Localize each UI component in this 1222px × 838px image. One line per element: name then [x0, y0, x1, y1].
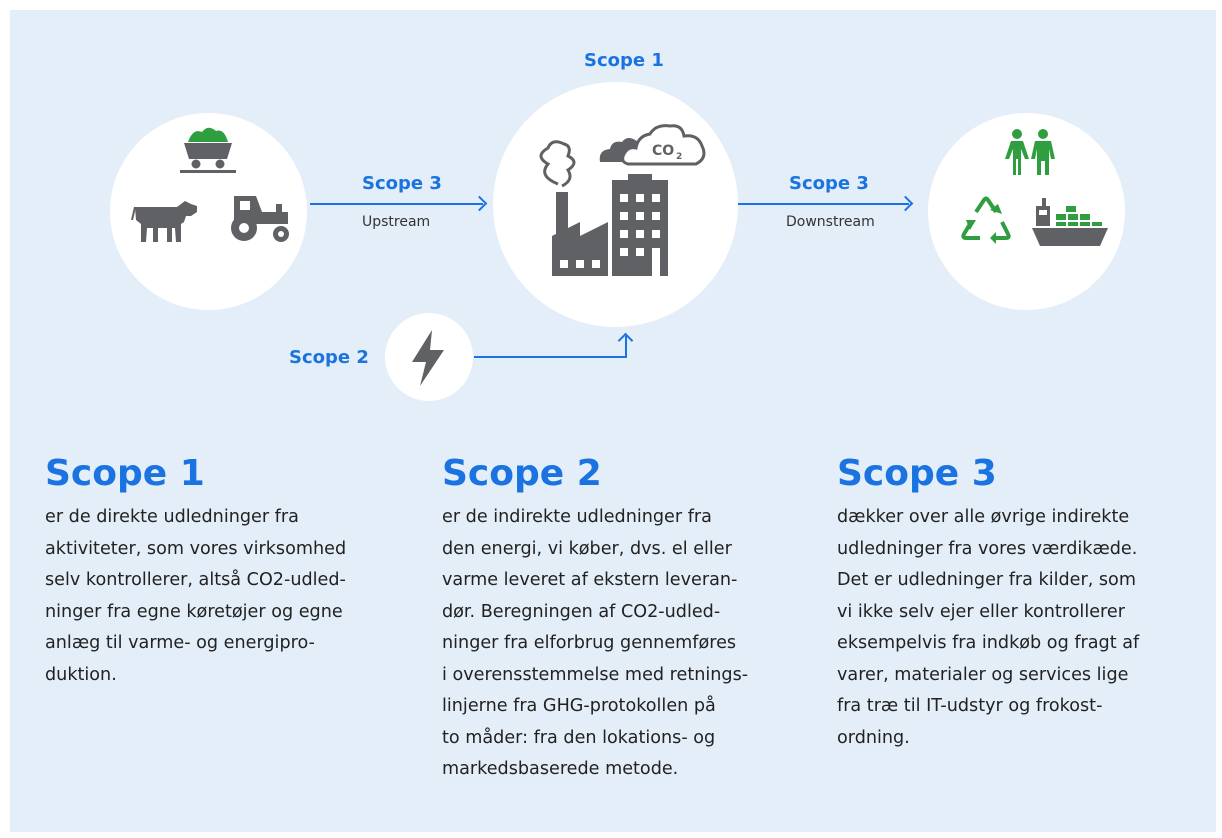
downstream-label: Downstream [786, 214, 875, 230]
scope2-description: er de indirekte udledninger fra den ener… [442, 507, 749, 779]
scope1-heading: Scope 1 [45, 453, 205, 494]
tractor-icon [231, 196, 289, 242]
scope2-arrow-line-h [474, 356, 627, 358]
upstream-label: Upstream [362, 214, 431, 230]
scope1-column: Scope 1 er de direkte udledninger fra ak… [45, 448, 390, 691]
factory-icon [539, 140, 668, 276]
scope3-column: Scope 3 dækker over alle øvrige indirekt… [837, 448, 1182, 754]
co2-text: CO [652, 143, 674, 159]
people-icon [1005, 129, 1055, 175]
scope2-label: Scope 2 [289, 347, 369, 368]
upstream-scope3-label: Scope 3 [362, 173, 442, 194]
cow-icon [131, 201, 197, 242]
mining-cart-icon [180, 127, 236, 173]
downstream-arrow-line [738, 203, 909, 205]
co2-cloud-icon: CO 2 [599, 124, 706, 166]
scope2-arrow-line-v [625, 336, 627, 358]
scope1-description: er de direkte udledninger fra aktivitete… [45, 507, 347, 685]
upstream-arrow-line [310, 203, 483, 205]
co2-subscript: 2 [676, 152, 682, 162]
lightning-icon [412, 330, 444, 386]
downstream-circle [928, 113, 1125, 310]
downstream-scope3-label: Scope 3 [789, 173, 869, 194]
scope2-heading: Scope 2 [442, 453, 602, 494]
scope3-heading: Scope 3 [837, 453, 997, 494]
recycle-icon [961, 196, 1011, 244]
scope1-top-label: Scope 1 [584, 50, 664, 71]
cargo-ship-icon [1032, 198, 1108, 246]
scope2-column: Scope 2 er de indirekte udledninger fra … [442, 448, 787, 786]
scope3-description: dækker over alle øvrige indirekte udledn… [837, 507, 1140, 748]
